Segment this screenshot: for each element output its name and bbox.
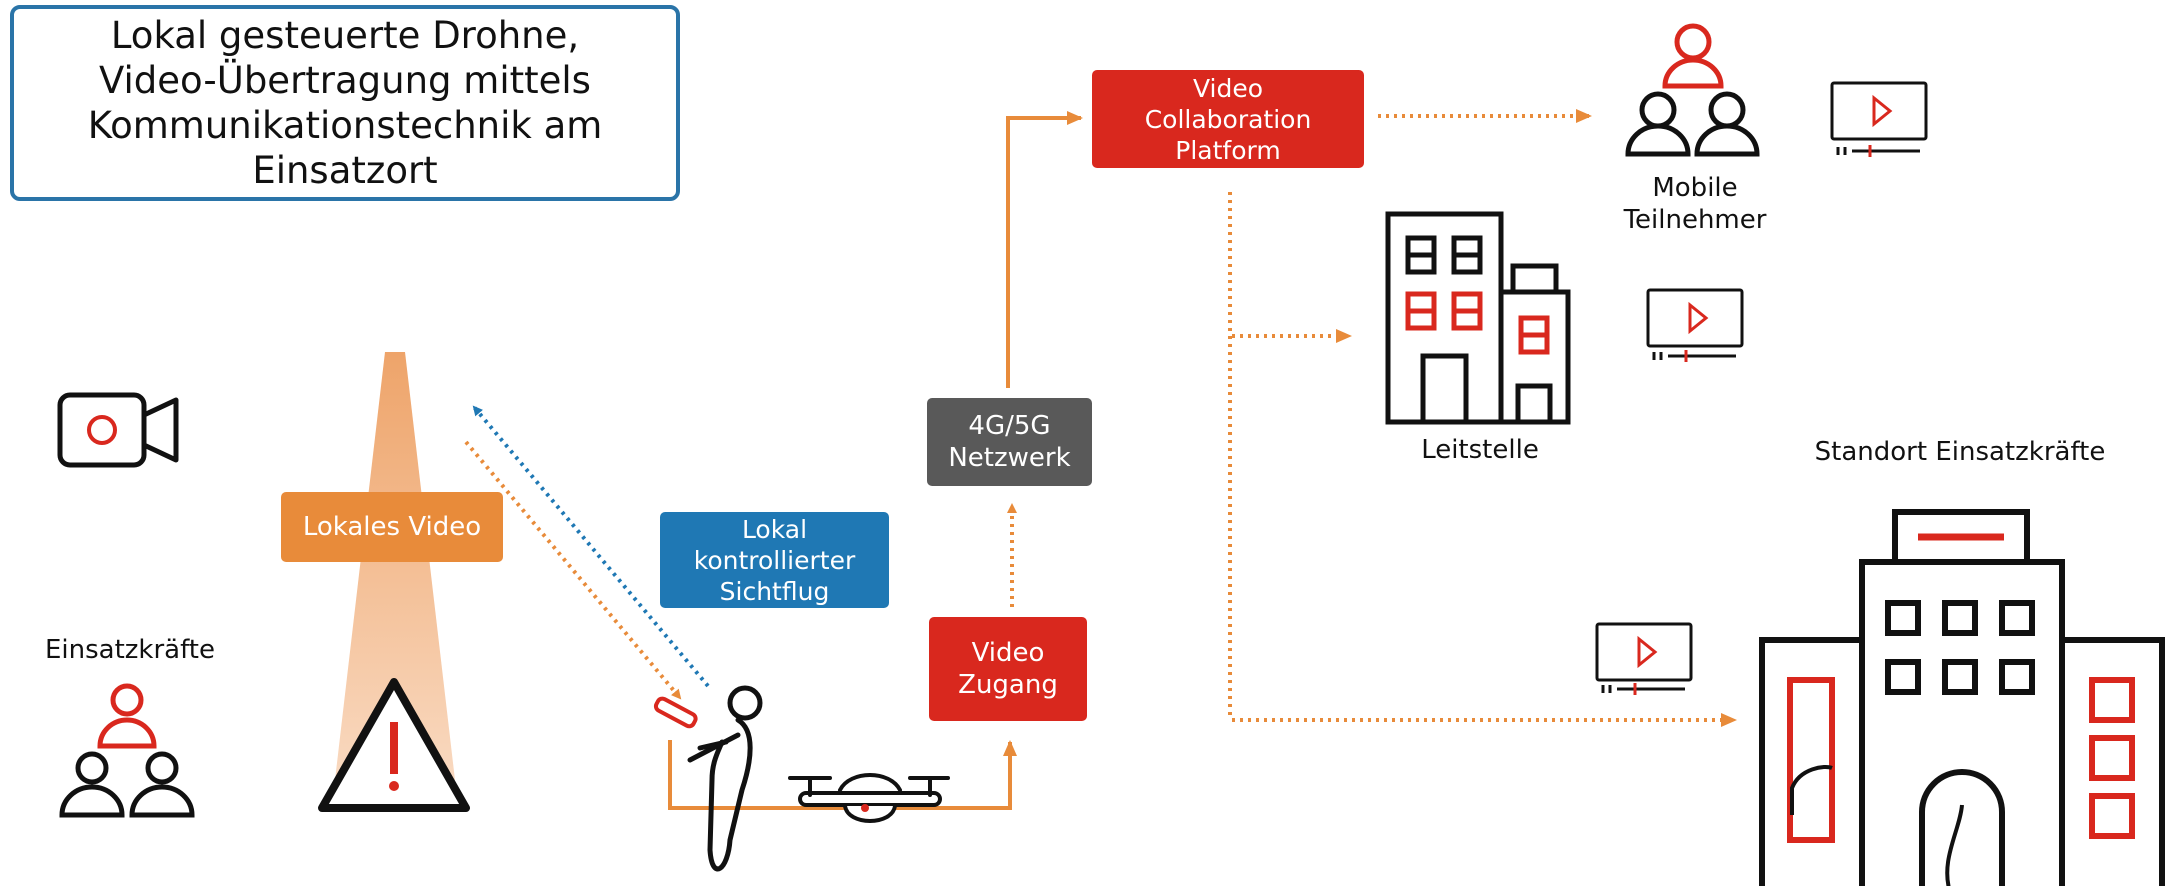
person-with-remote-icon — [687, 685, 763, 872]
office-building-icon — [1385, 211, 1571, 425]
remote-control-icon — [653, 696, 698, 729]
label-leitstelle: Leitstelle — [1421, 435, 1539, 465]
drone-icon — [788, 773, 950, 823]
headquarters-building-icon — [1759, 509, 2165, 886]
video-player-icon — [1830, 81, 1928, 157]
people-group-icon — [59, 683, 195, 818]
video-camera-icon — [57, 392, 179, 468]
label-einsatzkraefte: Einsatzkräfte — [44, 635, 215, 665]
node-video-zugang: Video Zugang — [929, 617, 1087, 721]
label-standort-einsatzkraefte: Standort Einsatzkräfte — [1814, 437, 2106, 467]
mobile-participants-icon — [1625, 23, 1760, 157]
orange-dotted-arrow-to-person — [464, 440, 682, 700]
diagram-title: Lokal gesteuerte Drohne, Video-Übertragu… — [10, 5, 680, 201]
node-video-collaboration-platform: Video Collaboration Platform — [1092, 70, 1364, 168]
warning-icon — [318, 678, 470, 812]
label-mobile-teilnehmer: Mobile Teilnehmer — [1623, 173, 1767, 235]
video-player-icon — [1595, 622, 1693, 695]
orange-path-to-platform — [1006, 111, 1083, 388]
node-lokales-video: Lokales Video — [281, 492, 503, 562]
orange-path-to-zugang — [668, 740, 1017, 810]
video-player-icon — [1646, 288, 1744, 362]
node-4g5g-netzwerk: 4G/5G Netzwerk — [927, 398, 1092, 486]
video-beam — [335, 352, 455, 780]
node-lokal-kontrollierter-sichtflug: Lokal kontrollierter Sichtflug — [660, 512, 889, 608]
